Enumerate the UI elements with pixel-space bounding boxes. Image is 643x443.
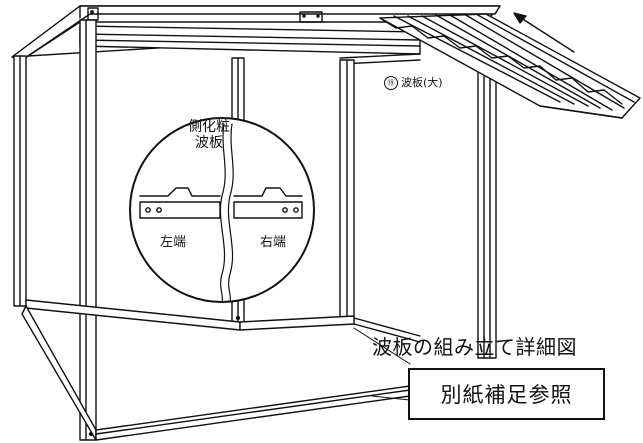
left-back-post <box>13 55 27 307</box>
left-end-label: 左端 <box>160 235 187 250</box>
left-front-post <box>79 19 97 441</box>
right-back-post <box>339 59 355 323</box>
callout-line-1: 側化粧 <box>188 119 230 135</box>
part-name: 波板(大) <box>401 76 443 89</box>
arrow-icon <box>513 12 575 53</box>
right-front-post <box>477 27 497 359</box>
reference-note: 別紙補足参照 <box>440 383 573 407</box>
leader-lines <box>353 327 411 401</box>
callout-line-2: 波板 <box>195 135 223 151</box>
front-beam <box>79 25 421 65</box>
corrugated-panel-large <box>379 13 641 119</box>
detail-magnifier <box>129 117 315 303</box>
right-end-label: 右端 <box>260 235 287 250</box>
bottom-frame <box>21 299 421 441</box>
detail-title: 波板の組み立て詳細図 <box>372 335 577 359</box>
reference-note-box: 別紙補足参照 <box>408 368 605 420</box>
part-number: ⑲ <box>384 76 398 90</box>
callout-label: 側化粧 波板 <box>188 119 230 151</box>
